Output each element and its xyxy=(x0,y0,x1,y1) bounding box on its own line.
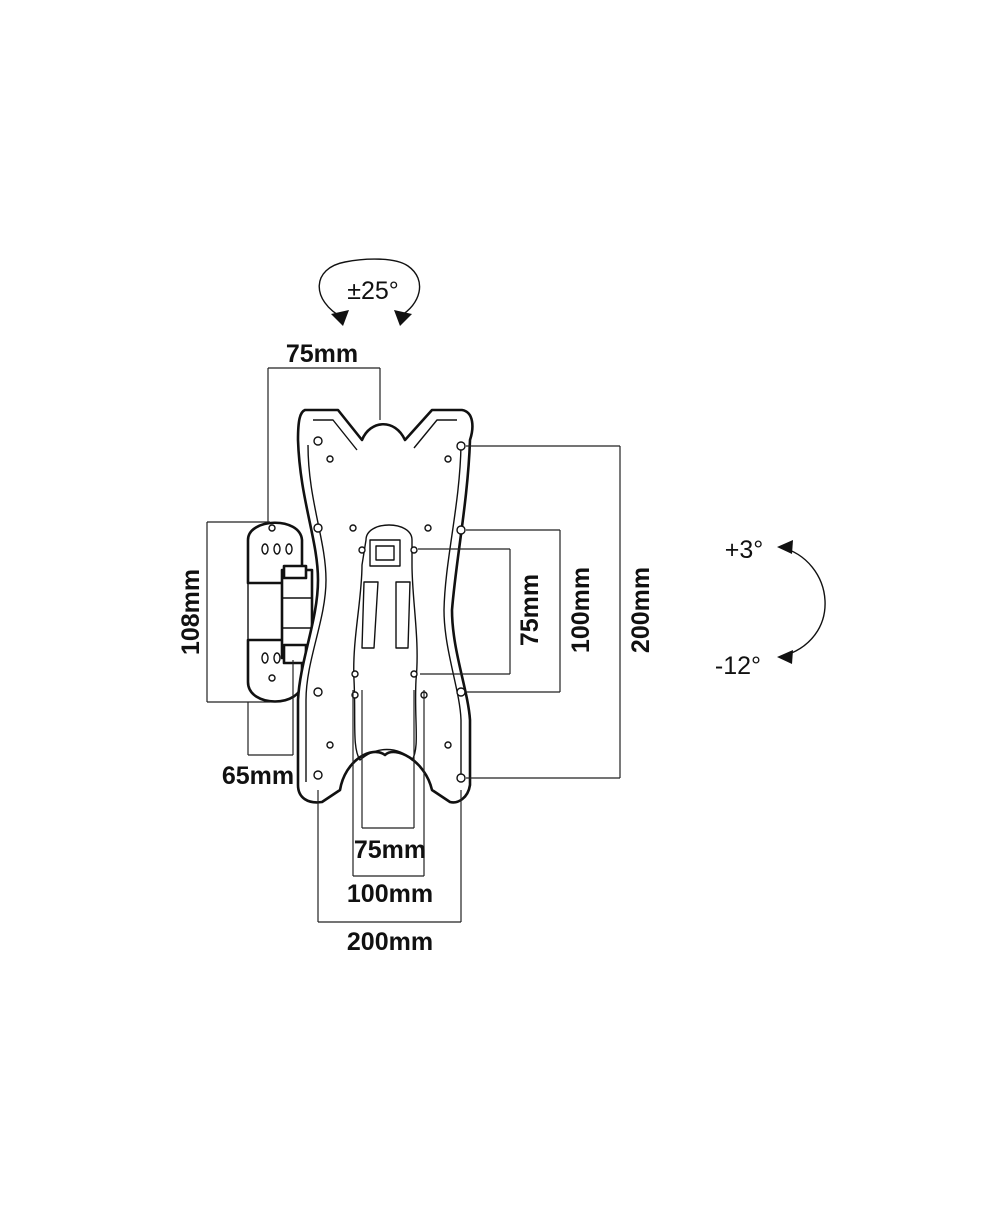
slot-right xyxy=(395,581,411,649)
swivel-arrow-right-icon xyxy=(394,310,412,326)
vesa-hole xyxy=(313,687,323,697)
dimension-lines xyxy=(206,367,621,923)
vesa-hole xyxy=(351,670,359,678)
tilt-up-label: +3° xyxy=(725,536,764,564)
dimension-labels: 75mm 65mm 75mm 100mm 200mm 108mm 75mm 10… xyxy=(177,340,655,956)
dim-65-label: 65mm xyxy=(222,762,294,790)
tilt-arrow-down-icon xyxy=(777,650,793,664)
vesa-hole xyxy=(313,436,323,446)
vesa-hole xyxy=(456,773,466,783)
tilt-arrow-up-icon xyxy=(777,540,793,554)
vesa-hole xyxy=(326,455,334,463)
swivel-arc xyxy=(318,258,421,319)
vesa-hole xyxy=(410,546,418,554)
dim-right-75-label: 75mm xyxy=(516,574,544,646)
tilt-knob xyxy=(369,539,401,567)
swivel-angle-label: ±25° xyxy=(347,277,399,305)
wall-screw-hole xyxy=(285,543,293,555)
vesa-hole xyxy=(456,441,466,451)
vesa-hole xyxy=(444,455,452,463)
tilt-down-label: -12° xyxy=(715,652,761,680)
vesa-plate-inner-edge xyxy=(305,419,462,782)
pivot-nut-bottom xyxy=(282,643,308,665)
vesa-hole xyxy=(456,525,466,535)
dim-right-200-label: 200mm xyxy=(627,567,655,653)
dim-108-label: 108mm xyxy=(177,569,205,655)
wall-screw-hole xyxy=(261,652,269,664)
wall-screw-hole xyxy=(261,543,269,555)
dim-right-100-label: 100mm xyxy=(567,567,595,653)
vesa-hole xyxy=(444,741,452,749)
vesa-hole xyxy=(456,687,466,697)
vesa-hole xyxy=(410,670,418,678)
dim-bottom-75-label: 75mm xyxy=(354,836,426,864)
vesa-hole xyxy=(349,524,357,532)
swivel-arrow-left-icon xyxy=(331,310,349,326)
vesa-hole xyxy=(326,741,334,749)
dim-bottom-200-label: 200mm xyxy=(347,928,433,956)
vesa-hole xyxy=(313,770,323,780)
wall-bracket xyxy=(246,521,314,703)
wall-screw-hole xyxy=(268,524,276,532)
wall-screw-hole xyxy=(273,543,281,555)
wall-screw-hole xyxy=(268,674,276,682)
vesa-hole xyxy=(313,523,323,533)
vesa-plate xyxy=(296,408,474,804)
pivot-nut-top xyxy=(282,564,308,580)
vesa-hole xyxy=(424,524,432,532)
dim-bottom-100-label: 100mm xyxy=(347,880,433,908)
tilt-arc xyxy=(779,546,826,658)
wall-screw-hole xyxy=(273,652,281,664)
vesa-hole xyxy=(358,546,366,554)
swivel-indicator: ±25° xyxy=(318,258,421,326)
tilt-indicator: +3° -12° xyxy=(715,536,826,680)
dim-top-75-label: 75mm xyxy=(286,340,358,368)
slot-left xyxy=(361,581,379,649)
tilt-knob-inner xyxy=(375,545,395,561)
